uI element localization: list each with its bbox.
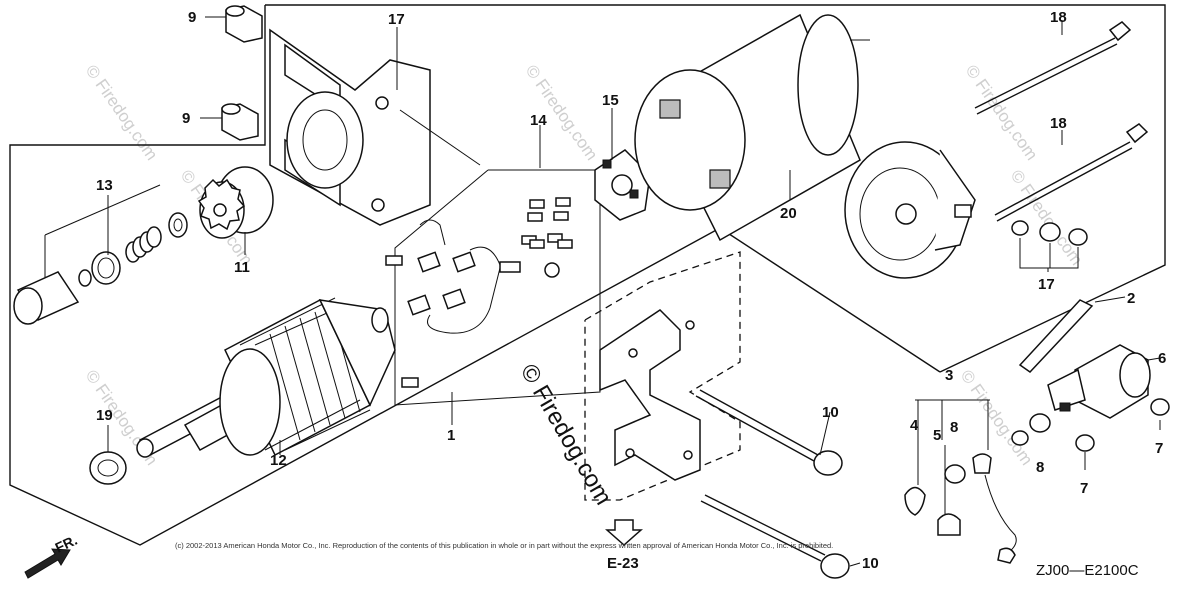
washer-8-b [944,464,966,484]
rear-cover [844,141,976,279]
callout-1: 1 [447,427,455,444]
callout-17: 17 [1038,276,1055,293]
callout-12: 12 [270,452,287,469]
callout-13: 13 [96,177,113,194]
bolt-10-upper [695,389,843,476]
callout-4: 4 [910,417,919,434]
page-reference: E-23 [605,519,643,572]
watermark-7: © Firedog.com [1007,166,1087,268]
copyright-notice: (c) 2002-2013 American Honda Motor Co., … [175,541,833,550]
stop-collar-set-13 [13,184,188,325]
watermark-5: © Firedog.com [957,366,1037,468]
leader-lines [107,16,1161,567]
front-label: FR. [53,532,80,556]
callout-2: 2 [1127,290,1135,307]
callout-8-b: 8 [1036,459,1044,476]
pinion-gear-11 [197,166,274,239]
washer-8-a [1011,413,1051,446]
callout-10-lower: 10 [862,555,879,572]
bracket-2 [1018,299,1094,373]
assembly-outline [9,4,1166,546]
front-frame-16 [269,28,481,226]
callout-20: 20 [780,205,797,222]
brush-set-14 [385,197,573,388]
nut-set-17 [1011,220,1088,269]
callout-15: 15 [602,92,619,109]
nut-7-b [1075,434,1095,452]
through-bolt-18-bottom [994,123,1149,222]
bushing-9-top [225,5,263,43]
mounting-bracket [599,309,701,481]
callout-3: 3 [945,367,953,384]
diagram-code: ZJ00—E2100C [1036,562,1139,579]
nut-7-a [1150,398,1170,416]
callout-7-a: 7 [1155,440,1163,457]
callout-9-top: 9 [188,9,196,26]
callout-6: 6 [1158,350,1166,367]
callout-numbers: 9 9 17 14 15 20 18 18 17 2 6 3 4 5 8 8 7… [96,9,1166,572]
callout-5: 5 [933,427,941,444]
solenoid-6 [1047,344,1151,419]
callout-8-a: 8 [950,419,958,436]
through-bolt-18-top [974,21,1132,115]
callout-18-top: 18 [1050,9,1067,26]
motor-case-20 [634,13,870,242]
watermark-3: © Firedog.com [962,61,1042,163]
armature-12 [136,297,396,458]
brush-holder-15 [594,149,651,221]
callout-18-bottom: 18 [1050,115,1067,132]
front-direction: FR. [24,532,80,579]
callout-19: 19 [96,407,113,424]
callout-14: 14 [530,112,547,129]
callout-10-upper: 10 [822,404,839,421]
cable-set-3 [904,399,1017,564]
callout-7-b: 7 [1080,480,1088,497]
bolt-10-lower [700,494,850,579]
callout-9-bottom: 9 [182,110,190,127]
washer-19 [89,451,127,485]
watermark-1: © Firedog.com [82,61,162,163]
callout-16: 17 [388,11,405,28]
callout-11: 11 [234,259,250,276]
ref-page-label: E-23 [607,555,639,572]
bushing-9-bottom [221,103,259,141]
